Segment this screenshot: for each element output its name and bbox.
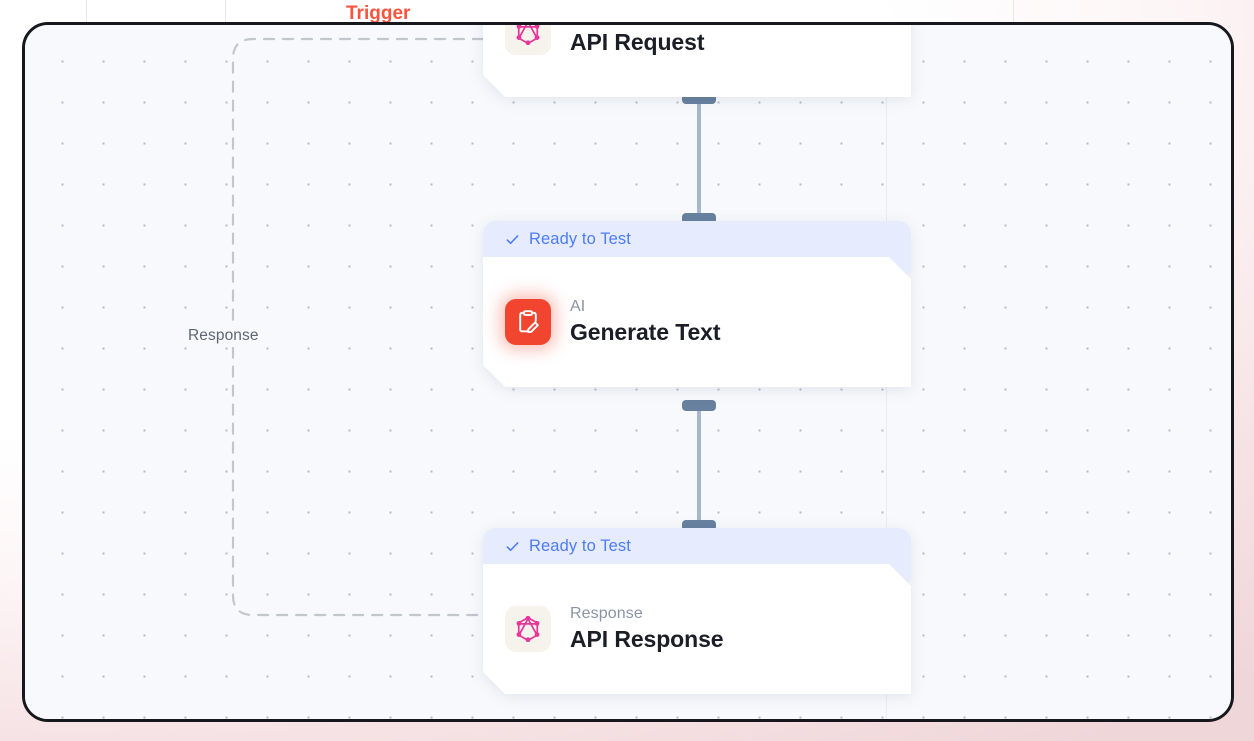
node-generate-text-kind: AI bbox=[570, 297, 586, 315]
frame-rule-right bbox=[1013, 0, 1014, 26]
check-icon bbox=[505, 539, 520, 554]
clipboard-edit-icon bbox=[505, 299, 551, 345]
frame-rule-left bbox=[86, 0, 87, 26]
node-api-response-kind: Response bbox=[570, 604, 643, 622]
node-api-request-title: API Request bbox=[570, 28, 705, 55]
feedback-edge-label: Response bbox=[181, 325, 266, 347]
node-api-response[interactable]: Ready to Test Response bbox=[483, 528, 911, 694]
graphql-icon bbox=[505, 606, 551, 652]
connector-handle-request-out[interactable] bbox=[682, 93, 716, 104]
node-generate-text-text: AI Generate Text bbox=[570, 298, 720, 347]
connector-request-to-generate bbox=[697, 97, 701, 221]
node-api-request-body[interactable]: Interface API Request bbox=[483, 22, 911, 97]
node-api-response-text: Response API Response bbox=[570, 605, 723, 654]
connector-generate-to-response bbox=[697, 405, 701, 527]
frame-rule-mid bbox=[225, 0, 226, 26]
node-api-request[interactable]: Interface API Request bbox=[483, 22, 911, 97]
node-api-response-status-label: Ready to Test bbox=[529, 537, 631, 555]
node-api-response-title: API Response bbox=[570, 625, 724, 652]
trigger-label: Trigger bbox=[346, 3, 411, 24]
graphql-icon bbox=[505, 22, 551, 55]
connector-handle-generate-out[interactable] bbox=[682, 400, 716, 411]
workflow-canvas[interactable]: Response bbox=[22, 22, 1234, 722]
node-generate-text-status-label: Ready to Test bbox=[529, 230, 631, 248]
node-generate-text[interactable]: Ready to Test AI Generate Text bbox=[483, 221, 911, 387]
connector-handle-response-in[interactable] bbox=[682, 520, 716, 531]
node-api-response-body[interactable]: Response API Response bbox=[483, 564, 911, 694]
node-api-request-kind: Interface bbox=[570, 22, 704, 26]
connector-handle-generate-in[interactable] bbox=[682, 213, 716, 224]
node-generate-text-title: Generate Text bbox=[570, 318, 721, 345]
node-generate-text-body[interactable]: AI Generate Text bbox=[483, 257, 911, 387]
check-icon bbox=[505, 232, 520, 247]
node-api-request-text: Interface API Request bbox=[570, 22, 704, 56]
